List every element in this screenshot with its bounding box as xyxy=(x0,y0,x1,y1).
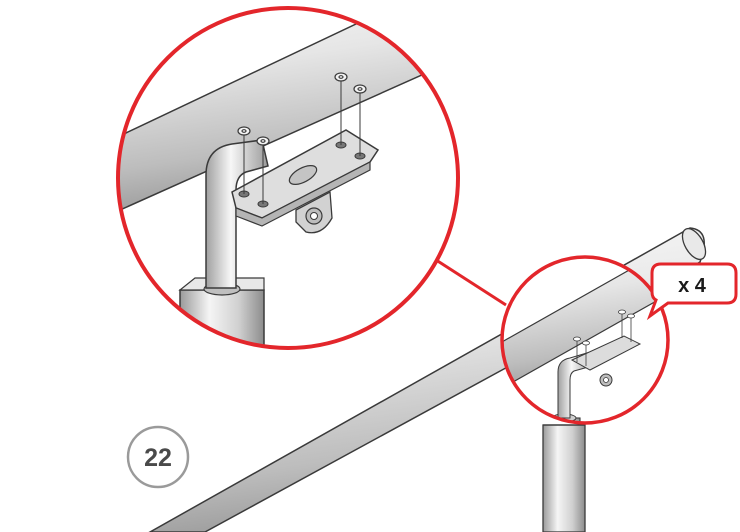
detail-connector-line xyxy=(432,256,507,307)
small-detail-circle xyxy=(500,255,670,425)
quantity-callout: x 4 xyxy=(646,262,738,321)
post-main xyxy=(542,424,586,532)
magnified-detail-circle xyxy=(116,6,460,350)
mounting-bracket-icon xyxy=(231,129,380,234)
detail-post xyxy=(178,277,265,348)
step-number: 22 xyxy=(144,444,172,472)
screw-icon xyxy=(243,78,361,204)
quantity-label: x 4 xyxy=(678,275,707,297)
step-number-badge: 22 xyxy=(126,425,190,489)
detail-bent-tube xyxy=(205,139,269,289)
washer-icon xyxy=(237,72,367,146)
